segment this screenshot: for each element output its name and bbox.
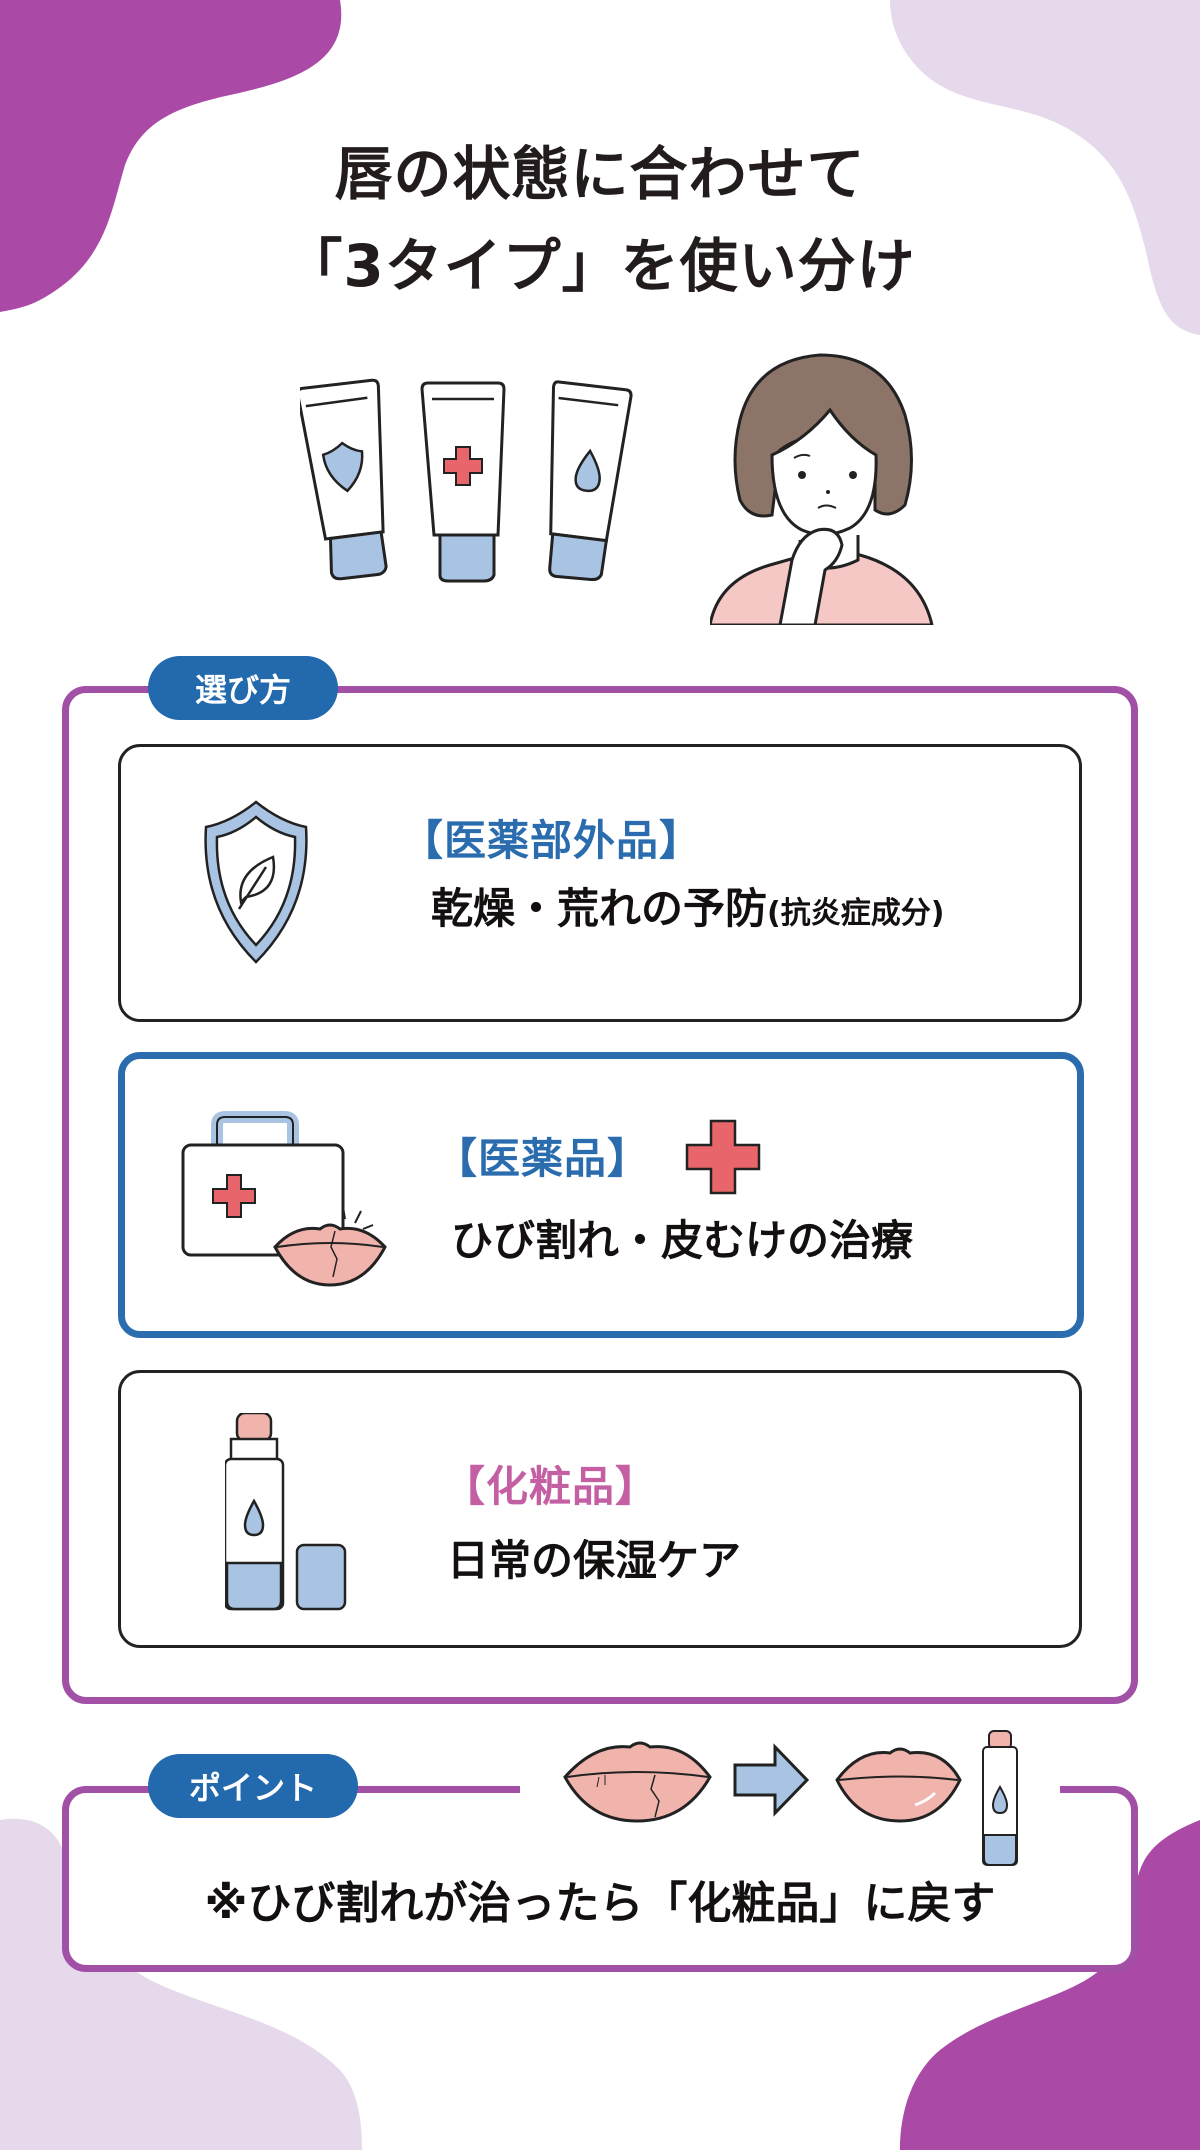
- arrow-right-icon: [733, 1743, 810, 1817]
- medical-cross-icon: [420, 381, 506, 583]
- card-description: ひび割れ・皮むけの治療: [451, 1216, 914, 1265]
- card-description: 日常の保湿ケア: [447, 1536, 742, 1585]
- cracked-lips-icon: [563, 1741, 712, 1823]
- card-cosmetic[interactable]: 【化粧品】 日常の保湿ケア: [118, 1370, 1082, 1648]
- thinking-woman-illustration: [710, 353, 934, 625]
- title-line-2: 「3タイプ」を使い分け: [284, 232, 916, 300]
- lip-balm-icon: [225, 1413, 347, 1611]
- medical-cross-icon: [685, 1119, 761, 1195]
- point-tab: ポイント: [148, 1754, 358, 1818]
- product-tubes-illustration: [300, 378, 633, 583]
- first-aid-kit-icon: [181, 1111, 387, 1287]
- lip-balm-icon: [982, 1730, 1018, 1866]
- card-category: 【医薬部外品】: [401, 816, 703, 865]
- selection-guide-tab: 選び方: [148, 656, 338, 720]
- card-note: (抗炎症成分): [767, 896, 945, 931]
- lip-care-flow-illustration: [563, 1730, 1018, 1866]
- shield-icon: [300, 378, 388, 581]
- card-category: 【医薬品】: [435, 1134, 651, 1183]
- title-line-1: 唇の状態に合わせて: [334, 140, 866, 208]
- healthy-lips-icon: [835, 1747, 962, 1823]
- top-left-blob: [0, 0, 342, 312]
- card-description: 乾燥・荒れの予防(抗炎症成分): [431, 884, 945, 933]
- bottom-right-blob: [900, 1820, 1200, 2150]
- card-medicine[interactable]: 【医薬品】 ひび割れ・皮むけの治療: [118, 1052, 1084, 1338]
- card-category: 【化粧品】: [443, 1462, 659, 1511]
- bottom-left-blob: [0, 1818, 362, 2150]
- shield-leaf-icon: [204, 800, 308, 964]
- top-right-blob: [890, 0, 1200, 335]
- water-drop-icon: [548, 380, 633, 582]
- point-message: ※ひび割れが治ったら「化粧品」に戻す: [204, 1878, 996, 1929]
- page-title: 唇の状態に合わせて 「3タイプ」を使い分け: [0, 128, 1200, 312]
- card-quasi-drug[interactable]: 【医薬部外品】 乾燥・荒れの予防(抗炎症成分): [118, 744, 1082, 1022]
